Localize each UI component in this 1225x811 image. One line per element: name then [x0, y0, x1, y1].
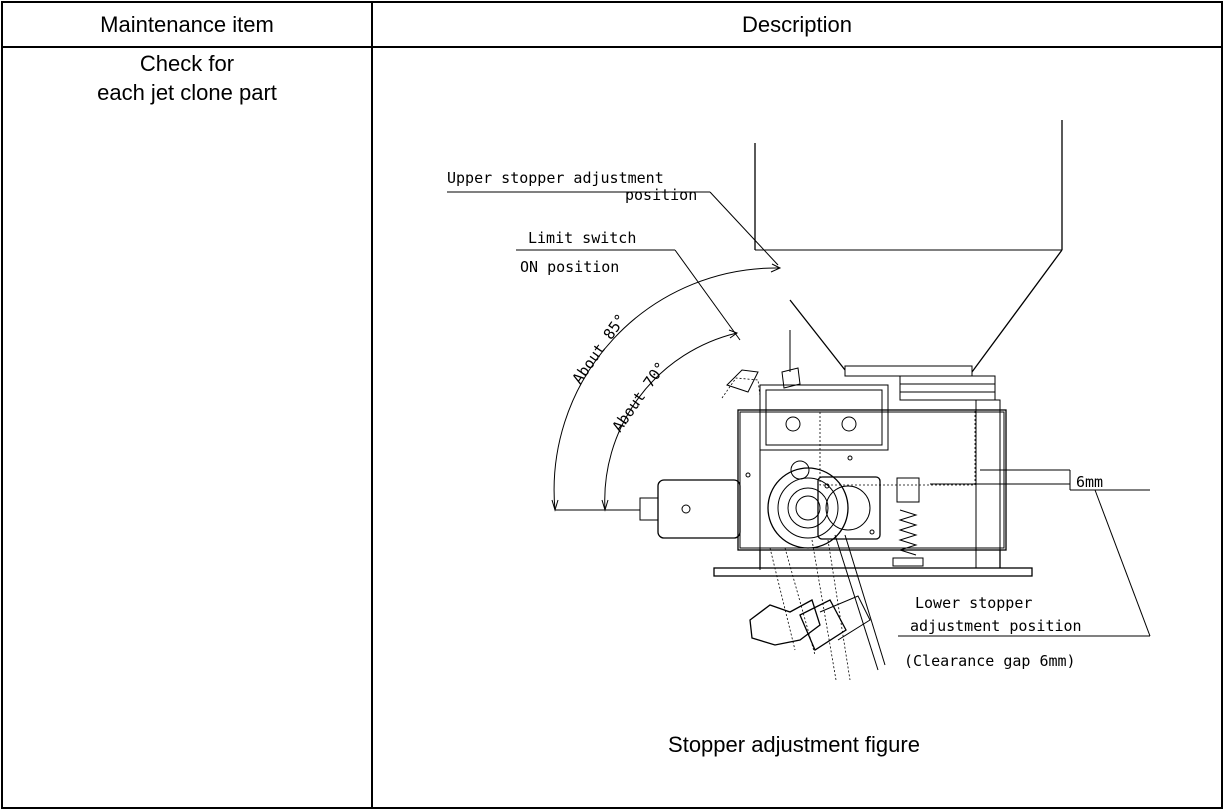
limit-switch-label-2: ON position: [520, 258, 619, 276]
column-divider: [371, 3, 373, 807]
angle-70-label: About 70°: [609, 358, 670, 435]
figure-caption: Stopper adjustment figure: [668, 732, 920, 757]
clearance-gap-label: (Clearance gap 6mm): [904, 652, 1076, 670]
machine-body: [713, 384, 1033, 577]
maintenance-item-cell: Check for each jet clone part: [3, 49, 371, 107]
lower-stopper-label-1: Lower stopper: [915, 594, 1032, 612]
lower-stopper-label-2: adjustment position: [910, 617, 1082, 635]
item-line-2: each jet clone part: [97, 80, 277, 105]
item-line-1: Check for: [139, 51, 235, 76]
header-divider: [3, 46, 1221, 48]
hopper: [754, 120, 1063, 401]
counterweight: [639, 479, 741, 539]
header-maintenance-item: Maintenance item: [100, 12, 274, 37]
limit-switch-levers: [721, 330, 801, 399]
angle-85-label: About 85°: [569, 310, 630, 387]
header-description: Description: [741, 12, 853, 37]
angle-arcs: [551, 263, 782, 512]
nozzle-rotation-parts: [749, 534, 886, 681]
upper-stopper-label-1: Upper stopper adjustment: [447, 169, 664, 187]
gap-dimension-label: 6mm: [1076, 473, 1103, 491]
limit-switch-label-1: Limit switch: [528, 229, 636, 247]
upper-stopper-label-2: position: [625, 186, 697, 204]
